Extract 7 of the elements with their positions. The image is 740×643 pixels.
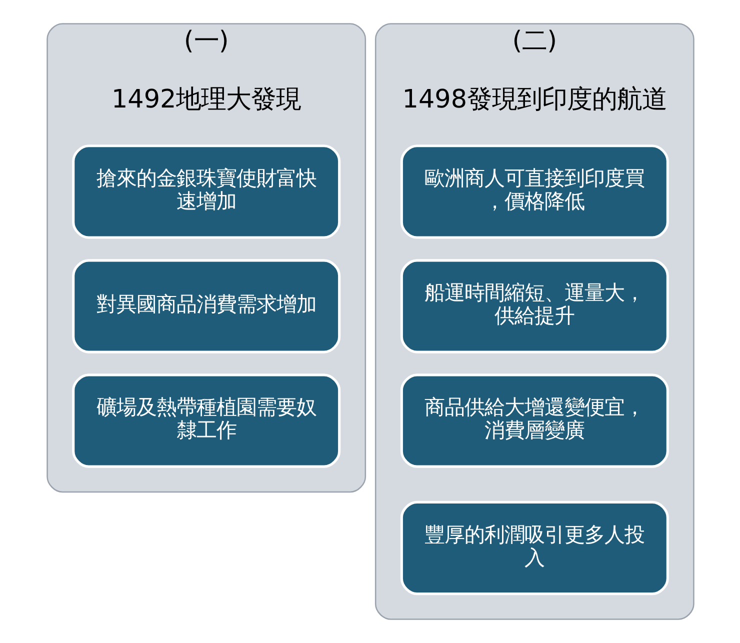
node-box: 礦場及熱帶種植園需要奴隸工作: [72, 374, 340, 468]
node-box: 商品供給大增還變便宜，消費層變廣: [400, 374, 668, 468]
node-box: 船運時間縮短、運量大，供給提升: [400, 259, 668, 354]
node-box: 歐洲商人可直接到印度買，價格降低: [400, 144, 668, 239]
node-box: 搶來的金銀珠寶使財富快速增加: [72, 144, 340, 239]
node-box: 豐厚的利潤吸引更多人投入: [400, 500, 668, 596]
node-box: 對異國商品消費需求增加: [72, 259, 340, 354]
